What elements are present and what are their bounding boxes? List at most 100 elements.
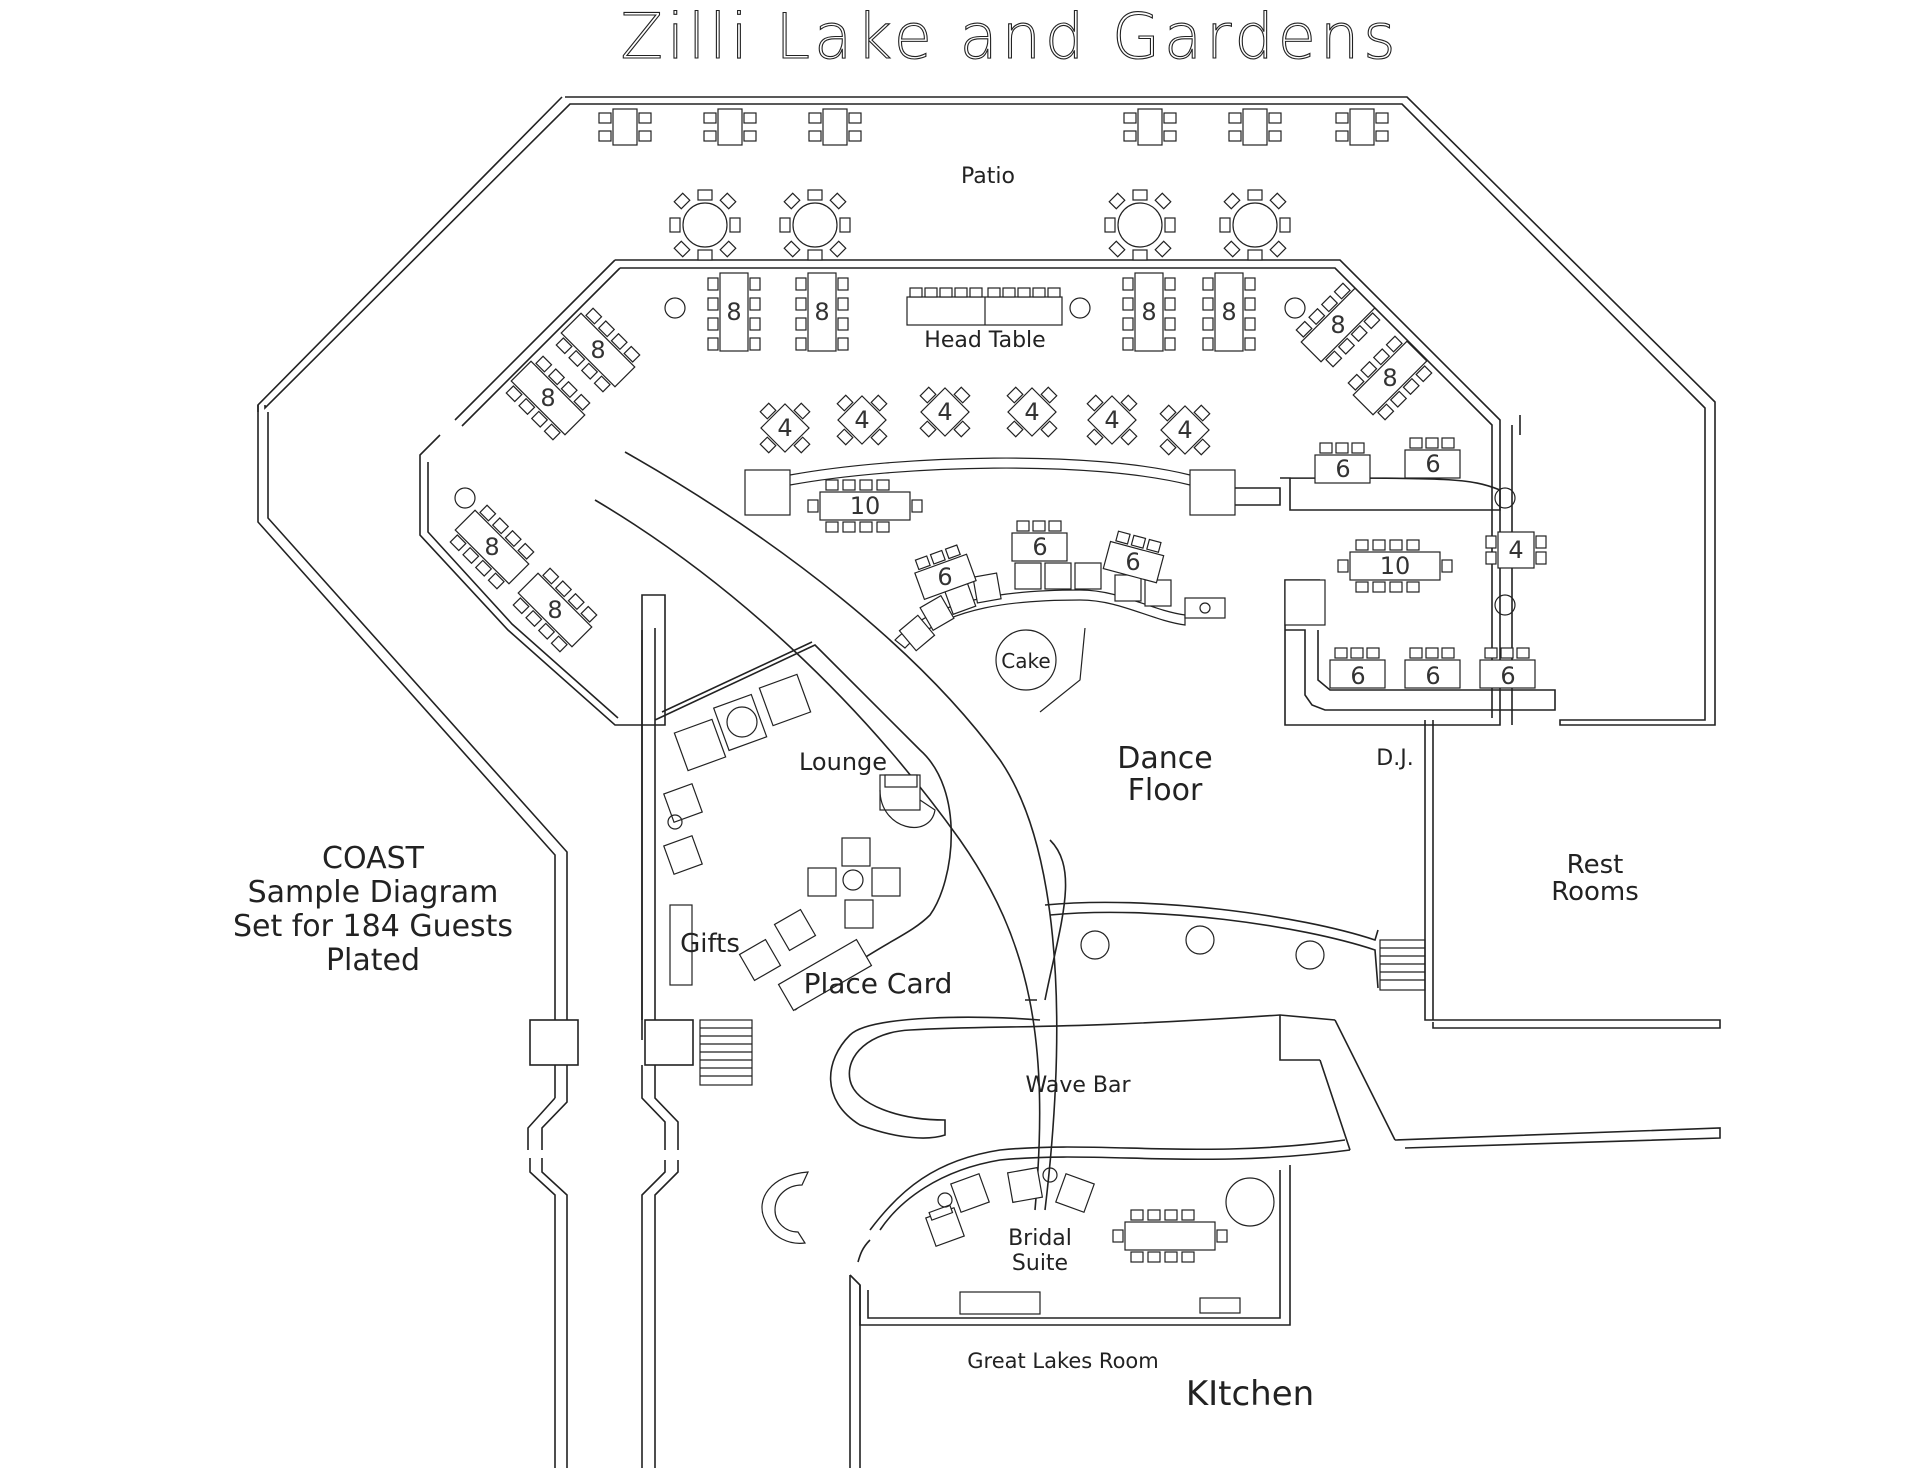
semicircle-planter — [761, 1171, 809, 1244]
stairs-west — [699, 1019, 753, 1086]
table-number: 10 — [850, 492, 881, 520]
bar-right-post — [1189, 469, 1236, 516]
dj-booth-counter — [1285, 629, 1556, 711]
gifts-label: Gifts — [680, 929, 740, 959]
patio-round-table — [1219, 189, 1291, 261]
kitchen-west-wall — [849, 1275, 861, 1468]
table-6 — [1011, 520, 1068, 562]
west-inner-door-frame — [644, 1019, 694, 1066]
wave-bar-counter — [829, 1014, 1336, 1139]
table-number: 8 — [1221, 298, 1236, 326]
table-number: 8 — [547, 596, 562, 624]
table-6 — [1404, 437, 1461, 479]
rest-rooms-label-line2: Rooms — [1551, 877, 1639, 907]
table-6 — [1404, 647, 1461, 689]
table-4 — [1006, 386, 1058, 438]
table-6 — [914, 544, 977, 601]
table-number: 6 — [1335, 455, 1350, 483]
corridor-curve-left — [594, 451, 1058, 1211]
table-number: 6 — [1032, 533, 1047, 561]
table-10 — [1337, 539, 1453, 593]
bar-left-post — [744, 469, 791, 516]
patio-round-table — [779, 189, 851, 261]
lounge-curve-inner — [661, 641, 813, 713]
dj-booth-box — [1284, 579, 1326, 626]
caption-line4: Plated — [326, 943, 420, 978]
column — [454, 487, 476, 509]
column — [1080, 930, 1110, 960]
column — [1185, 925, 1215, 955]
wave-bar-east — [1319, 1019, 1721, 1151]
table-4 — [836, 394, 888, 446]
table-number: 8 — [1141, 298, 1156, 326]
kitchen-label: KItchen — [1186, 1374, 1314, 1414]
bridal-sideboard — [959, 1291, 1041, 1315]
column — [1494, 594, 1516, 616]
table-number: 4 — [854, 406, 869, 434]
column — [664, 297, 686, 319]
table-6 — [1329, 647, 1386, 689]
great-lakes-room-label: Great Lakes Room — [967, 1349, 1158, 1373]
west-corridor — [527, 1065, 568, 1468]
table-number: 8 — [1330, 311, 1345, 339]
table-4 — [1485, 531, 1547, 569]
table-8-vertical: 8 — [1122, 272, 1176, 352]
stairs-east — [1379, 939, 1426, 991]
dj-label: D.J. — [1376, 746, 1413, 771]
rest-rooms-label-line1: Rest — [1567, 850, 1624, 880]
bridal-suite-label-line2: Suite — [1012, 1251, 1068, 1276]
table-number: 4 — [1177, 416, 1192, 444]
table-8-diagonal — [555, 307, 641, 393]
table-8-vertical: 8 — [707, 272, 761, 352]
wave-bar-label: Wave Bar — [1026, 1073, 1132, 1098]
patio-small-tables — [598, 108, 1389, 146]
west-lower-corridor — [641, 1065, 679, 1468]
plan-title: Zilli Lake and Gardens — [620, 0, 1399, 73]
table-number: 8 — [540, 384, 555, 412]
caption-line2: Sample Diagram — [248, 875, 499, 910]
head-table-label: Head Table — [924, 328, 1045, 353]
dance-floor-south-edge — [1044, 901, 1379, 989]
lounge-label: Lounge — [799, 748, 887, 776]
table-number: 6 — [1500, 662, 1515, 690]
bridal-counter — [1199, 1297, 1241, 1314]
table-4 — [759, 402, 811, 454]
table-8-diagonal — [512, 567, 598, 653]
patio-round-table — [1104, 189, 1176, 261]
table-number: 6 — [1425, 662, 1440, 690]
table-8-vertical: 8 — [795, 272, 849, 352]
table-number: 4 — [777, 414, 792, 442]
table-6 — [1102, 530, 1165, 584]
column — [1069, 297, 1091, 319]
table-number: 10 — [1380, 552, 1411, 580]
table-number: 4 — [1024, 398, 1039, 426]
bar-end-column — [1494, 487, 1516, 509]
table-number: 6 — [937, 563, 952, 591]
table-8-diagonal — [449, 504, 535, 590]
bridal-door-swing — [857, 1239, 871, 1263]
bridal-suite-wall — [849, 1139, 1351, 1326]
table-8-diagonal — [1295, 282, 1381, 368]
column — [1284, 297, 1306, 319]
table-6 — [1314, 442, 1371, 484]
table-4 — [919, 386, 971, 438]
table-8-diagonal — [1347, 335, 1433, 421]
west-outer-wall — [257, 405, 568, 1020]
column — [1295, 940, 1325, 970]
table-4 — [1159, 404, 1211, 456]
cake-label: Cake — [1001, 649, 1050, 673]
table-number: 6 — [1350, 662, 1365, 690]
dance-floor-label-line1: Dance — [1117, 741, 1212, 776]
table-10 — [807, 479, 923, 533]
table-8-diagonal — [505, 355, 591, 441]
bridal-suite-label-line1: Bridal — [1008, 1226, 1072, 1251]
corridor-curve-right — [1025, 839, 1067, 1001]
table-4 — [1086, 394, 1138, 446]
patio-round-table — [669, 189, 741, 261]
rest-rooms-wall — [1424, 720, 1721, 1029]
table-number: 4 — [1508, 536, 1523, 564]
caption-line3: Set for 184 Guests — [233, 909, 513, 944]
table-number: 8 — [484, 533, 499, 561]
patio-label: Patio — [961, 164, 1015, 189]
